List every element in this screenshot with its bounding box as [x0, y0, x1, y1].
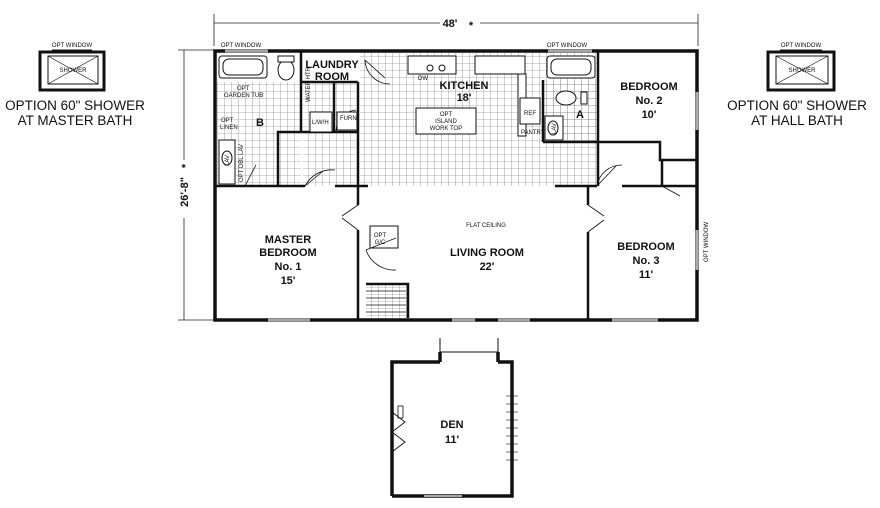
island-note: OPT	[440, 112, 453, 118]
living-room-label: LIVING ROOM	[450, 247, 524, 259]
interior-walls	[215, 51, 697, 320]
living-room-size: 22'	[480, 261, 495, 273]
lav-note: LAV	[552, 123, 558, 134]
master-bedroom-number: No. 1	[275, 261, 302, 273]
door-swings	[244, 59, 681, 271]
stair-treads	[366, 290, 406, 313]
bedroom3-number: No. 3	[633, 255, 660, 267]
island-note: WORK TOP	[430, 126, 462, 132]
water-heater-note: WATER HTR	[306, 66, 312, 102]
den-label: DEN	[440, 419, 463, 431]
option-shower-inset-master: OPT WINDOW SHOWER OPTION 60" SHOWER AT M…	[5, 43, 145, 128]
opt-gc	[369, 225, 399, 249]
bedroom3-label: BEDROOM	[617, 241, 674, 253]
island-note: ISLAND	[435, 119, 457, 125]
master-bedroom-size: 15'	[281, 275, 296, 287]
kitchen-size: 18'	[457, 92, 472, 104]
room-labels: LAUNDRY ROOM KITCHEN 18' BEDROOM No. 2 1…	[259, 59, 677, 287]
bedroom3-size: 11'	[639, 269, 654, 281]
master-bedroom-label: MASTER	[265, 234, 312, 246]
option-window-label: OPT WINDOW	[52, 43, 93, 49]
bedroom2-size: 10'	[642, 109, 657, 121]
master-bedroom-label: BEDROOM	[259, 247, 316, 259]
option-shower-inset-hall: OPT WINDOW SHOWER OPTION 60" SHOWER AT H…	[727, 43, 867, 128]
depth-dimension-mark: *	[180, 163, 192, 168]
furnace-note: FURN	[340, 116, 357, 122]
refrigerator	[519, 97, 541, 125]
width-dimension-mark: *	[469, 20, 474, 32]
toilet	[277, 59, 295, 81]
den-addition: DEN 11'	[390, 338, 518, 498]
pantry-note: PANTRY	[521, 130, 545, 136]
opt-dbl-lav-note: OPT DBL LAV	[239, 144, 245, 182]
opt-gc-note: G/C	[375, 240, 386, 246]
garden-tub-note: OPT	[237, 86, 250, 92]
window-glazing	[225, 50, 698, 321]
den-size: 11'	[445, 434, 460, 446]
fixtures	[218, 55, 596, 249]
option-window-label: OPT WINDOW	[781, 43, 822, 49]
kitchen-label: KITCHEN	[440, 80, 489, 92]
water-heater	[309, 111, 333, 133]
laundry-label: LAUNDRY	[305, 59, 359, 71]
opt-window-top-left: OPT WINDOW	[221, 43, 262, 49]
hall-toilet	[555, 90, 577, 106]
opt-linen-note: OPT	[221, 118, 234, 124]
bedroom2-number: No. 2	[636, 95, 663, 107]
shower-label: SHOWER	[789, 68, 817, 74]
garden-tub	[218, 55, 268, 79]
opt-gc-note: OPT	[374, 233, 387, 239]
furnace	[336, 111, 358, 131]
flat-ceiling-note: FLAT CEILING	[466, 223, 506, 229]
kitchen-island	[415, 107, 477, 135]
hall-tub	[546, 55, 596, 79]
lav-note: LAV	[225, 155, 231, 166]
garden-tub-note: GARDEN TUB	[224, 93, 263, 99]
plan-notes: OPT WINDOW OPT WINDOW OPT WINDOW OPT GAR…	[220, 43, 710, 262]
shower-label: SHOWER	[60, 68, 88, 74]
opt-window-top-right: OPT WINDOW	[547, 43, 588, 49]
option-title-line2: AT MASTER BATH	[18, 113, 133, 128]
option-title-line1: OPTION 60" SHOWER	[5, 98, 145, 113]
ref-note: REF	[524, 111, 536, 117]
laundry-label: ROOM	[315, 71, 349, 83]
dw-note: DW	[418, 76, 428, 82]
kitchen-counter	[407, 55, 457, 75]
depth-dimension-label: 26'-8"	[179, 177, 191, 207]
bedroom2-label: BEDROOM	[620, 81, 677, 93]
option-title-line2: AT HALL BATH	[751, 113, 843, 128]
lwh-note: L/W/H	[312, 120, 329, 126]
bath-a-label: A	[576, 109, 584, 121]
opt-linen-note: LINEN	[220, 125, 238, 131]
bath-b-label: B	[256, 117, 264, 129]
width-dimension-label: 48'	[443, 18, 458, 30]
option-title-line1: OPTION 60" SHOWER	[727, 98, 867, 113]
opt-window-side: OPT WINDOW	[704, 221, 710, 262]
